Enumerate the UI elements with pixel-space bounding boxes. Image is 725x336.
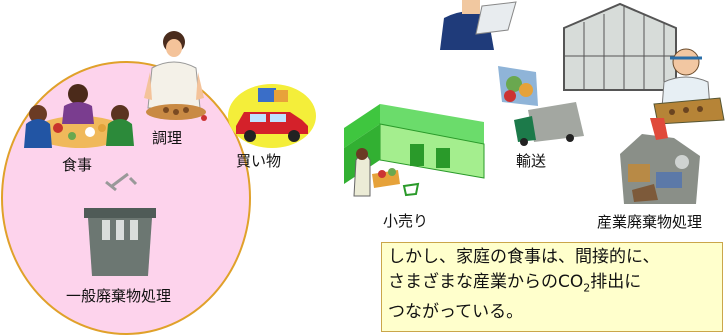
label-transport: 輸送 [516, 152, 547, 170]
note-line-2-start: さまざまな産業からの [388, 272, 558, 292]
cooking-woman-illustration [144, 31, 207, 121]
eating-family-illustration [24, 84, 134, 148]
label-eating: 食事 [62, 156, 93, 174]
label-industrial-waste: 産業廃棄物処理 [597, 213, 703, 231]
label-cooking: 調理 [152, 129, 183, 147]
note-line-2: さまざまな産業からのCO2排出に [388, 270, 716, 300]
businessman-illustration [440, 0, 517, 50]
retail-store-illustration [344, 104, 485, 197]
label-retail: 小売り [383, 212, 429, 230]
label-shopping: 買い物 [236, 152, 282, 170]
note-co2-formula: CO2 [558, 272, 591, 295]
note-box: しかし、家庭の食事は、間接的に、 さまざまな産業からのCO2排出に つながってい… [381, 242, 723, 332]
note-line-1: しかし、家庭の食事は、間接的に、 [388, 247, 660, 267]
note-line-2-end: 排出に [590, 272, 642, 292]
note-line-3: つながっている。 [388, 302, 524, 323]
shopping-car-illustration [228, 84, 316, 148]
delivery-truck-illustration [498, 66, 584, 146]
greenhouse-illustration [563, 2, 677, 91]
trash-can-illustration [84, 172, 156, 276]
label-general-waste: 一般廃棄物処理 [66, 287, 172, 305]
food-worker-illustration [653, 48, 725, 125]
industrial-waste-illustration [620, 118, 700, 204]
